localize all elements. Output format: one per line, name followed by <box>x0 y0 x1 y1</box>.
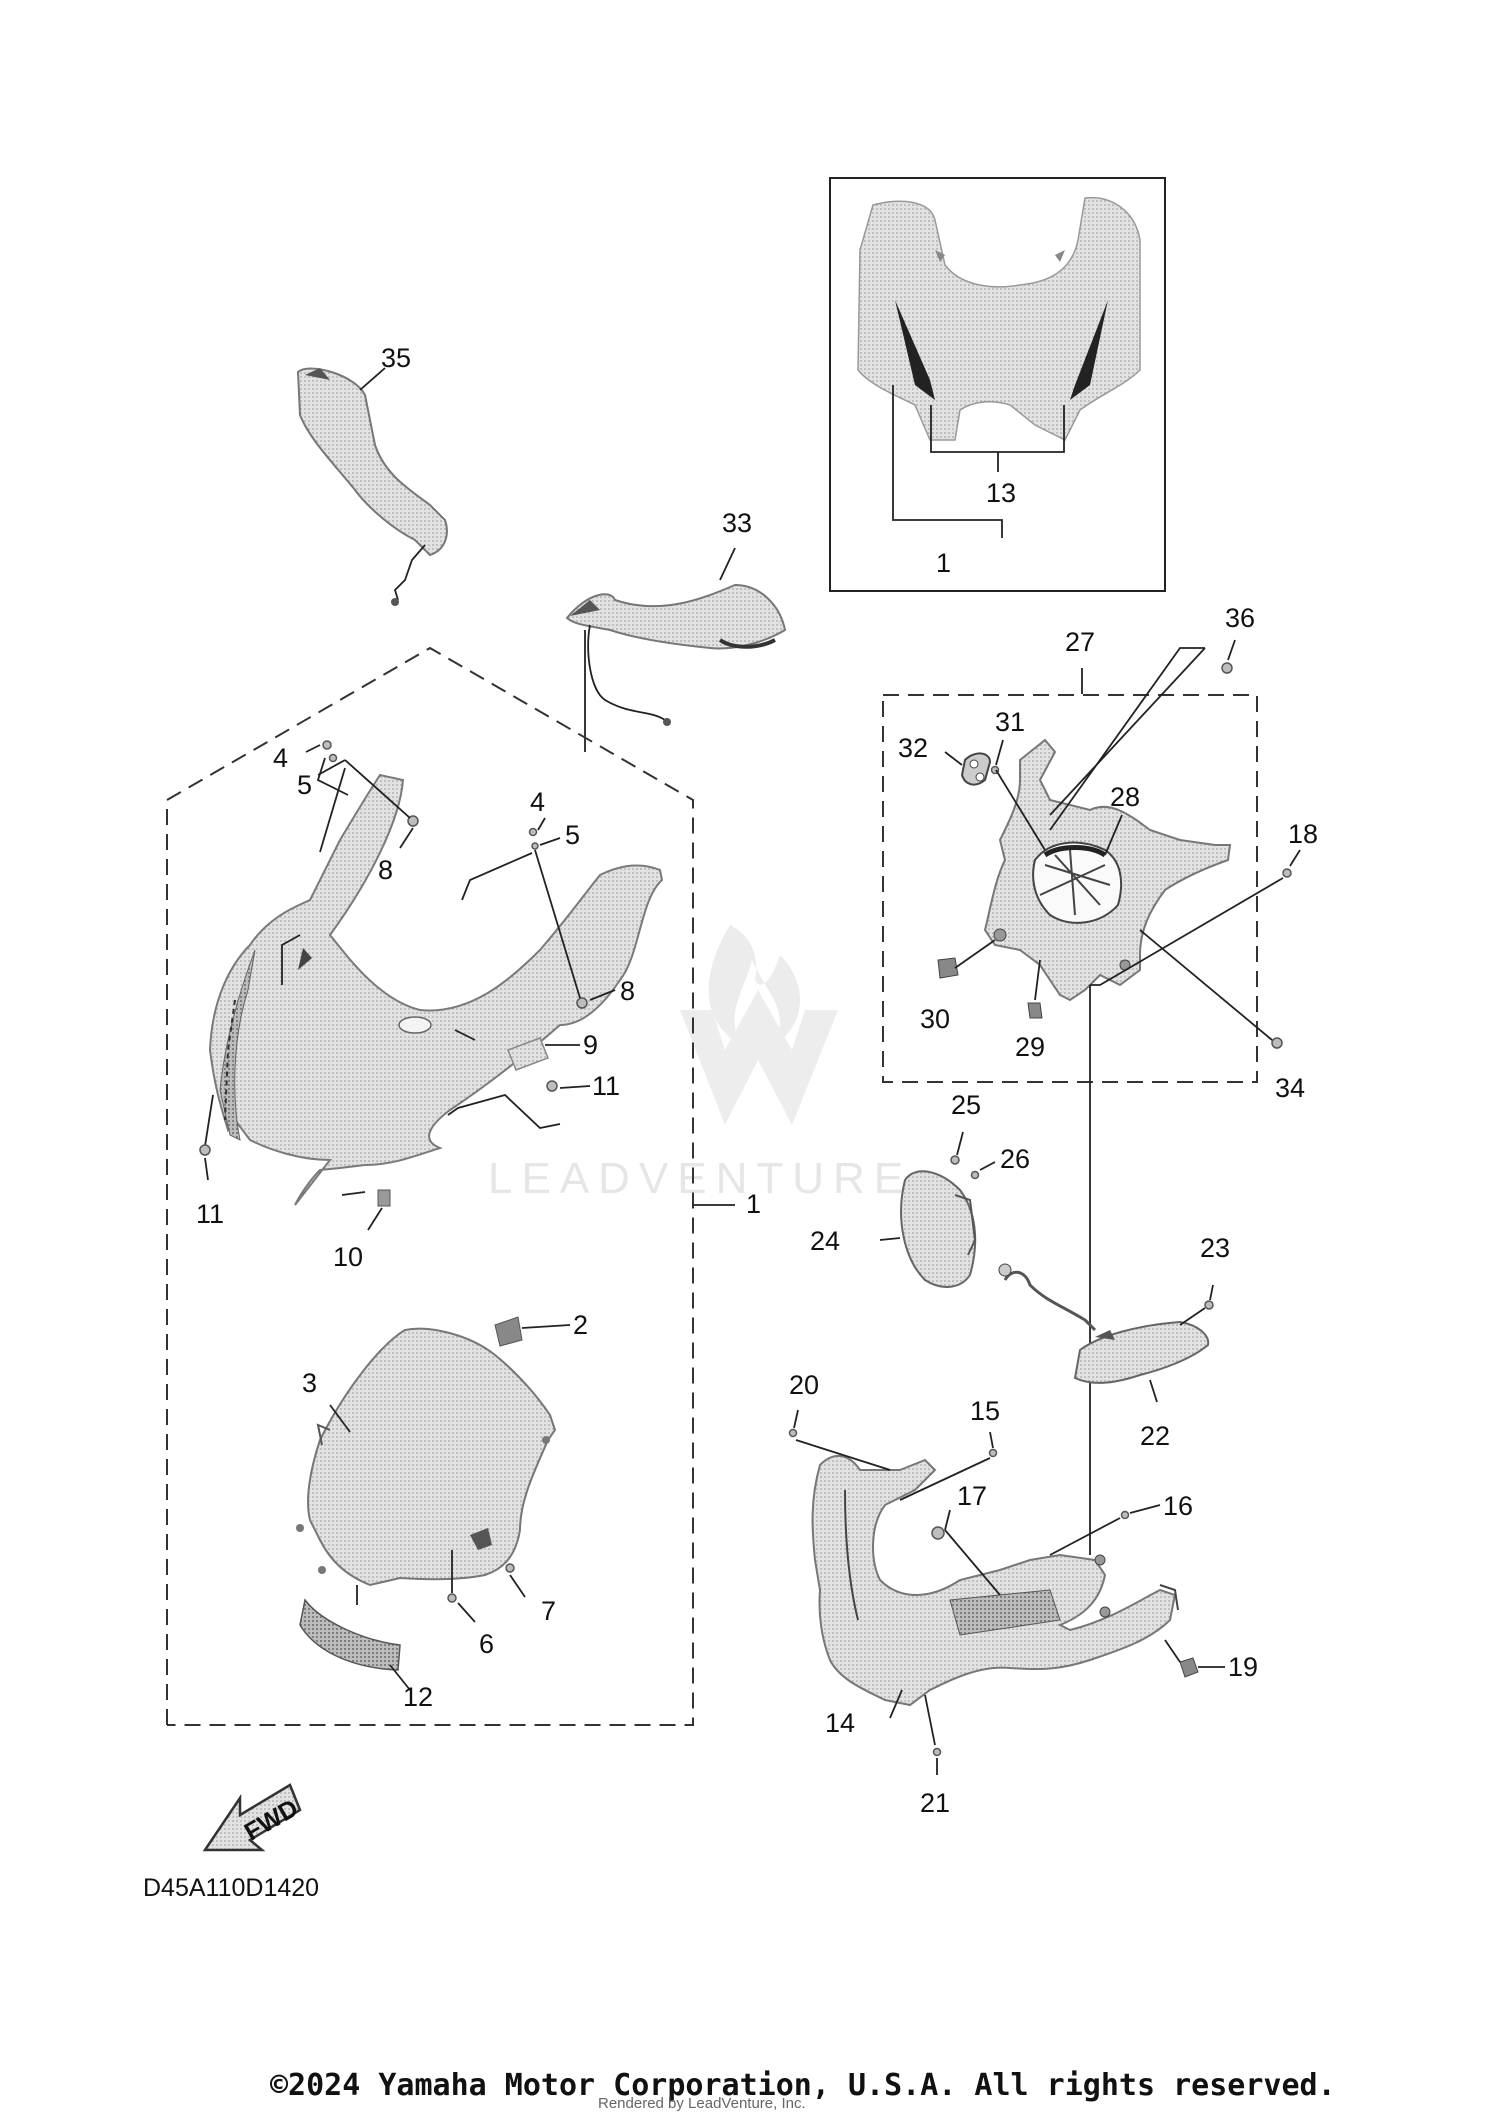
callout-33: 33 <box>722 508 752 538</box>
watermark-text: LEADVENTURE <box>488 1154 912 1203</box>
callout-23: 23 <box>1200 1233 1230 1263</box>
fwd-arrow: FWD <box>202 1783 303 1852</box>
callout-3: 3 <box>302 1368 317 1398</box>
callout-6: 6 <box>479 1629 494 1659</box>
part-12-trim: 12 <box>299 1598 433 1712</box>
callout-22: 22 <box>1140 1421 1170 1451</box>
callout-28: 28 <box>1110 782 1140 812</box>
callout-8b: 8 <box>620 976 635 1006</box>
callout-4b: 4 <box>530 787 545 817</box>
inset-left-dark-panel <box>895 300 935 400</box>
fasteners-upper-cowling: 4 5 8 4 5 8 11 11 10 <box>196 740 635 1272</box>
callout-36: 36 <box>1225 603 1255 633</box>
part-33-headlight: 33 <box>565 508 787 752</box>
bracket-assembly-group: 27 32 31 36 28 18 30 <box>882 603 1318 1555</box>
callout-11a: 11 <box>592 1071 620 1101</box>
callout-19: 19 <box>1228 1652 1258 1682</box>
part-3-windshield: 3 2 7 6 <box>296 1310 588 1659</box>
callout-16: 16 <box>1163 1491 1193 1521</box>
callout-11b: 11 <box>196 1199 224 1229</box>
inset-box-cowling-variant: 13 1 <box>829 177 1166 592</box>
callout-14: 14 <box>825 1708 855 1738</box>
callout-9: 9 <box>583 1030 598 1060</box>
callout-32: 32 <box>898 733 928 763</box>
callout-13: 13 <box>986 478 1016 508</box>
callout-35: 35 <box>381 343 411 373</box>
part-22-light: 23 22 <box>998 1233 1230 1451</box>
callout-1-inset: 1 <box>936 548 951 578</box>
callout-4a: 4 <box>273 743 288 773</box>
callout-20: 20 <box>789 1370 819 1400</box>
callout-5a: 5 <box>297 770 312 800</box>
callout-26: 26 <box>1000 1144 1030 1174</box>
callout-5b: 5 <box>565 820 580 850</box>
part-35-air-duct: 35 <box>296 343 448 606</box>
copyright-notice: ©2024 Yamaha Motor Corporation, U.S.A. A… <box>270 2068 1336 2103</box>
part-14-lower-bracket: 20 15 17 16 19 14 21 <box>788 1370 1258 1818</box>
inset-right-dark-panel <box>1070 300 1108 400</box>
callout-7: 7 <box>541 1596 556 1626</box>
callout-27: 27 <box>1065 627 1095 657</box>
callout-12: 12 <box>403 1682 433 1712</box>
leadventure-watermark: LEADVENTURE <box>488 925 912 1203</box>
part-upper-cowling <box>204 773 664 1206</box>
callout-21: 21 <box>920 1788 950 1818</box>
cowling-assembly-group: 1 <box>166 646 761 1726</box>
callout-10: 10 <box>333 1242 363 1272</box>
callout-17: 17 <box>957 1481 987 1511</box>
callout-31: 31 <box>995 707 1025 737</box>
callout-8a: 8 <box>378 855 393 885</box>
callout-25: 25 <box>951 1090 981 1120</box>
callout-18: 18 <box>1288 819 1318 849</box>
callout-1-main: 1 <box>746 1189 761 1219</box>
callout-34: 34 <box>1275 1073 1305 1103</box>
callout-2: 2 <box>573 1310 588 1340</box>
part-24-meter: 24 25 26 <box>810 1090 1030 1288</box>
callout-30: 30 <box>920 1004 950 1034</box>
rendered-by-notice: Rendered by LeadVenture, Inc. <box>598 2095 806 2112</box>
diagram-code: D45A110D1420 <box>143 1874 319 1902</box>
callout-24: 24 <box>810 1226 840 1256</box>
part-9-sticker: 9 <box>507 1030 598 1071</box>
callout-29: 29 <box>1015 1032 1045 1062</box>
callout-15: 15 <box>970 1396 1000 1426</box>
